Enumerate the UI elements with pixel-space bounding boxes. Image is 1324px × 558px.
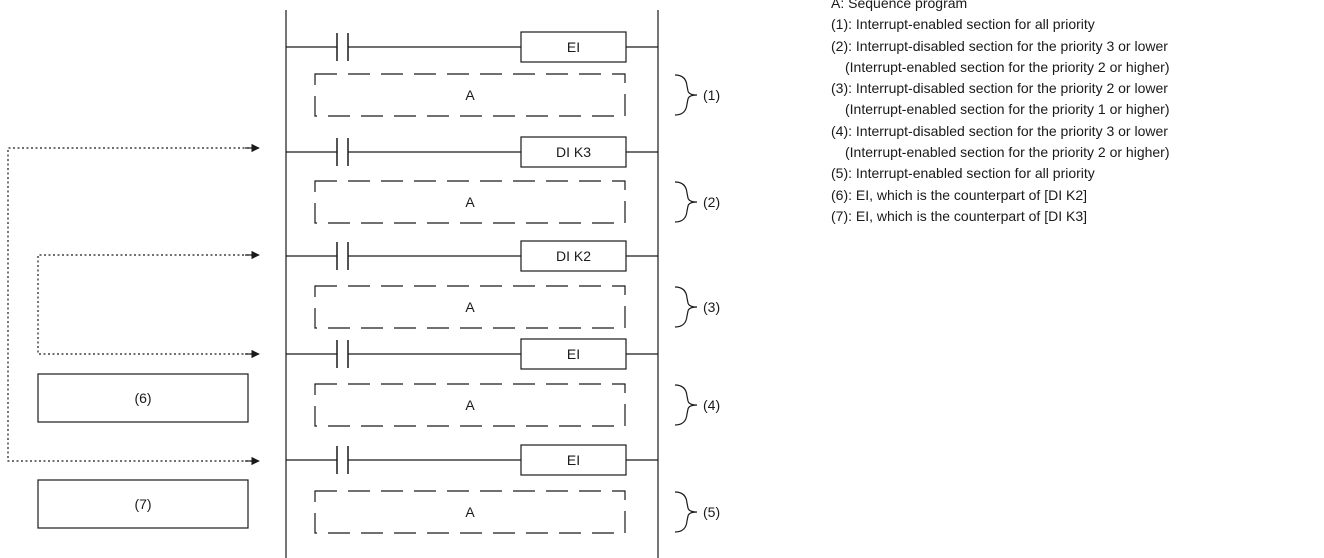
coil-label: EI bbox=[567, 39, 580, 55]
rung: EI bbox=[286, 444, 658, 476]
legend-item: (3): Interrupt-disabled section for the … bbox=[831, 80, 1168, 97]
rung: DI K2 bbox=[286, 240, 658, 272]
rung: EI bbox=[286, 338, 658, 370]
callout-label: (7) bbox=[134, 496, 151, 512]
section-ref: (3) bbox=[703, 299, 720, 315]
section-label: A bbox=[465, 299, 475, 315]
dotted-arrow-inner bbox=[37, 254, 257, 355]
section-ref: (5) bbox=[703, 504, 720, 520]
sequence-program-section: A (3) bbox=[314, 285, 720, 329]
sequence-program-section: A (4) bbox=[314, 383, 720, 427]
section-ref: (4) bbox=[703, 397, 720, 413]
legend-item: (6): EI, which is the counterpart of [DI… bbox=[831, 186, 1087, 203]
section-label: A bbox=[465, 194, 475, 210]
callout-box: (7) bbox=[37, 479, 249, 529]
legend-item: (1): Interrupt-enabled section for all p… bbox=[831, 16, 1095, 33]
sequence-program-section: A (2) bbox=[314, 180, 720, 224]
legend-item: (5): Interrupt-enabled section for all p… bbox=[831, 165, 1095, 182]
dotted-arrow-outer bbox=[7, 147, 257, 462]
brace bbox=[674, 384, 698, 426]
legend-item: (4): Interrupt-disabled section for the … bbox=[831, 122, 1168, 139]
sequence-program-section: A (1) bbox=[314, 73, 720, 117]
coil-box bbox=[520, 31, 627, 63]
legend-item: (7): EI, which is the counterpart of [DI… bbox=[831, 207, 1087, 224]
legend: A: Sequence program (1): Interrupt-enabl… bbox=[831, 0, 1170, 227]
section-ref: (2) bbox=[703, 194, 720, 210]
brace bbox=[674, 74, 698, 116]
brace bbox=[674, 181, 698, 223]
callout-label: (6) bbox=[134, 390, 151, 406]
brace bbox=[674, 491, 698, 533]
coil-label: DI K3 bbox=[556, 144, 591, 160]
coil-label: DI K2 bbox=[556, 248, 591, 264]
legend-note: (Interrupt-enabled section for the prior… bbox=[845, 58, 1170, 75]
legend-item: A: Sequence program bbox=[831, 0, 968, 11]
section-label: A bbox=[465, 397, 475, 413]
rung: DI K3 bbox=[286, 136, 658, 168]
legend-item: (2): Interrupt-disabled section for the … bbox=[831, 37, 1168, 54]
brace bbox=[674, 286, 698, 328]
legend-note: (Interrupt-enabled section for the prior… bbox=[845, 144, 1170, 161]
coil-box bbox=[520, 136, 627, 168]
callout-box: (6) bbox=[37, 373, 249, 423]
coil-label: EI bbox=[567, 452, 580, 468]
section-label: A bbox=[465, 504, 475, 520]
coil-label: EI bbox=[567, 346, 580, 362]
section-ref: (1) bbox=[703, 87, 720, 103]
rung: EI bbox=[286, 31, 658, 63]
section-label: A bbox=[465, 87, 475, 103]
legend-note: (Interrupt-enabled section for the prior… bbox=[845, 101, 1170, 118]
sequence-program-section: A (5) bbox=[314, 490, 720, 534]
